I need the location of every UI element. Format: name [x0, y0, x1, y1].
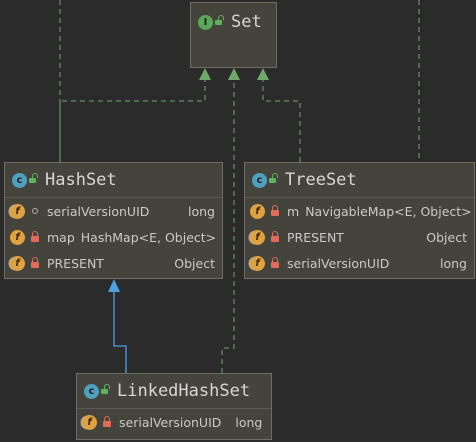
edge-linkedhashset-implements-set: [221, 80, 235, 373]
field-prefix: map: [47, 229, 75, 245]
public-icon: [269, 173, 278, 184]
private-lock-icon: [101, 416, 113, 428]
private-lock-icon: [269, 205, 281, 217]
node-treeset-title: TreeSet: [285, 170, 357, 190]
node-linkedhashset-header: c LinkedHashSet: [77, 374, 271, 409]
arrowhead-linkedhashset-hashset: [108, 279, 120, 292]
field-row[interactable]: f PRESENT Object: [5, 250, 222, 276]
field-name: m NavigableMap<E, Object>: [287, 204, 472, 219]
field-row[interactable]: f serialVersionUID long: [77, 409, 271, 435]
field-row[interactable]: f map HashMap<E, Object>: [5, 224, 222, 250]
field-name-text: HashMap<E, Object>: [80, 229, 217, 245]
node-set-title: Set: [231, 12, 262, 32]
class-icon: c: [84, 383, 99, 399]
edge-linkedhashset-extends-hashset: [113, 292, 127, 373]
field-icon: f: [10, 203, 25, 219]
field-type: Object: [174, 255, 215, 271]
field-icon: f: [82, 414, 97, 430]
edge-treeset-implements-set: [262, 80, 301, 162]
public-icon: [215, 15, 224, 26]
field-icon: f: [10, 255, 25, 271]
field-prefix: m: [287, 203, 300, 219]
node-linkedhashset[interactable]: c LinkedHashSet f serialVersionUID long: [76, 373, 272, 440]
field-icon: f: [250, 203, 265, 219]
public-icon: [101, 384, 110, 395]
field-name-text: NavigableMap<E, Object>: [305, 203, 472, 219]
field-row[interactable]: f serialVersionUID long: [5, 198, 222, 224]
field-icon: f: [250, 229, 265, 245]
field-type: long: [235, 414, 263, 430]
interface-icon: I: [198, 14, 213, 30]
private-lock-icon: [29, 257, 41, 269]
edge-hashset-implements-set: [59, 80, 206, 162]
node-hashset-header: c HashSet: [5, 163, 222, 198]
private-lock-icon: [269, 257, 281, 269]
public-icon: [29, 173, 38, 184]
field-name: PRESENT: [47, 255, 104, 271]
field-name: PRESENT: [287, 229, 344, 245]
node-hashset[interactable]: c HashSet f serialVersionUID long f map H…: [4, 162, 223, 279]
node-set-header: I Set: [191, 3, 276, 41]
field-name: map HashMap<E, Object>: [47, 230, 216, 245]
arrowhead-treeset-set: [257, 68, 269, 80]
field-type: long: [440, 255, 467, 271]
private-lock-icon: [29, 231, 41, 243]
arrowhead-linkedhashset-set: [228, 68, 240, 80]
field-name: serialVersionUID: [119, 414, 222, 430]
node-treeset[interactable]: c TreeSet f m NavigableMap<E, Object> f P…: [244, 162, 475, 279]
node-set[interactable]: I Set: [190, 2, 277, 68]
field-row[interactable]: f serialVersionUID long: [245, 250, 474, 276]
node-treeset-header: c TreeSet: [245, 163, 474, 198]
field-icon: f: [10, 229, 25, 245]
class-icon: c: [252, 172, 267, 188]
arrowhead-hashset-set: [199, 68, 211, 80]
field-type: long: [188, 203, 215, 219]
field-row[interactable]: f PRESENT Object: [245, 224, 474, 250]
class-icon: c: [12, 172, 27, 188]
package-private-icon: [29, 205, 41, 217]
field-name: serialVersionUID: [287, 255, 390, 271]
field-type: Object: [426, 229, 467, 245]
field-icon: f: [250, 255, 265, 271]
field-name: serialVersionUID: [47, 203, 150, 219]
field-row[interactable]: f m NavigableMap<E, Object>: [245, 198, 474, 224]
private-lock-icon: [269, 231, 281, 243]
node-hashset-title: HashSet: [45, 170, 117, 190]
node-linkedhashset-title: LinkedHashSet: [117, 381, 251, 401]
